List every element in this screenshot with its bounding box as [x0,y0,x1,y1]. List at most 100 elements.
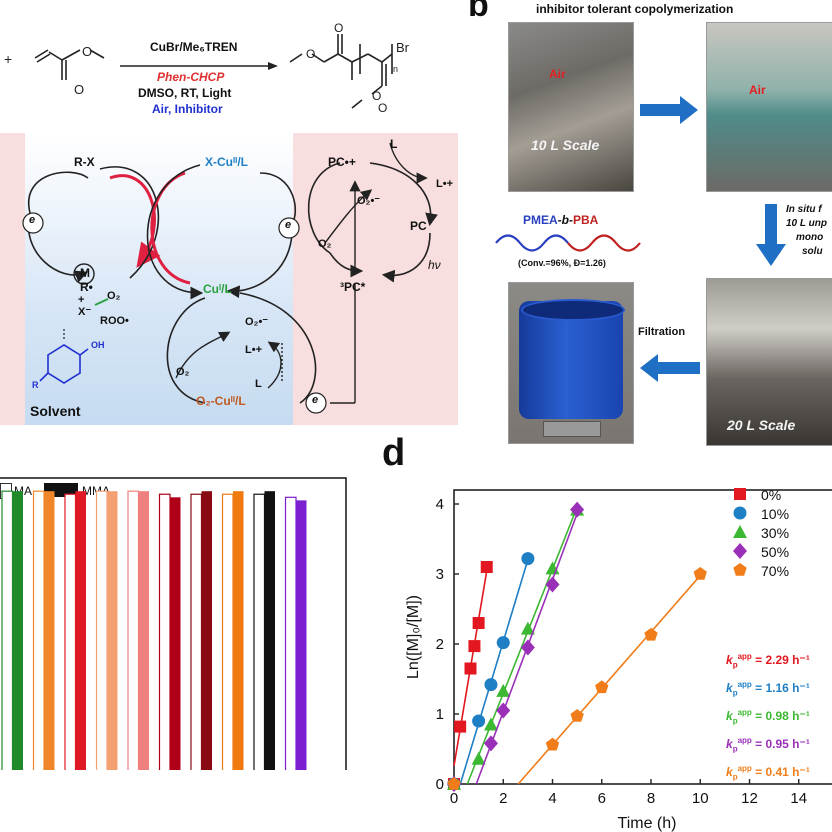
legend-marker-70% [733,563,747,576]
x-tick-label: 2 [499,790,507,807]
panel-d-label: d [382,432,406,474]
photo-product-barrel [508,282,634,444]
product-structure [289,34,393,109]
point-50% [570,501,585,518]
plus-sign: + [4,51,12,67]
point-0% [472,617,485,629]
bar-ma-850 [190,493,203,770]
x-tick-label: 14 [790,790,807,807]
svg-text:n: n [393,64,398,74]
point-70% [693,567,707,580]
legend-label: 30% [761,525,789,541]
bar-mma-Sun [296,500,307,770]
bar-mma-760 [138,491,149,770]
x-tick-label: 0 [450,790,458,807]
cu1-label: Cuᴵ/L [203,282,232,296]
x-tick-label: 4 [548,790,556,807]
point-10% [521,552,535,566]
bar-ma-Orange [32,490,45,770]
legend-marker-30% [733,525,747,538]
point-70% [595,680,609,694]
kp-annotation: kpapp = 2.29 h⁻¹ [726,652,810,670]
point-50% [545,576,560,593]
kinetics-chart: 024681012141601234Ln([M]₀/[M])Time (h)0%… [405,487,832,832]
legend-marker-0% [734,488,746,500]
bar-mma-800 [170,497,181,770]
x-tick-label: 12 [741,790,758,807]
point-30% [483,717,498,731]
bar-mma-Green [12,491,23,770]
bar-ma-Red [64,493,77,770]
reaction-scheme: O O + O O O O Br n [4,21,410,115]
mechanism-cycles [22,142,438,414]
y-tick-label: 2 [436,636,444,653]
photo-10l-stirring: Air [706,22,832,192]
bar-ma-940 [221,493,234,770]
y-tick-label: 4 [436,496,444,513]
point-30% [520,621,535,635]
x-axis-label: Time (h) [618,815,677,832]
fit-line-70% [517,575,701,785]
fit-line-10% [459,559,529,785]
point-10% [496,636,510,650]
point-70% [545,737,560,751]
polymer-stats: (Conv.=96%, Đ=1.26) [518,258,606,268]
polymer-name: PMEA-b-PBA [523,213,599,227]
photo-20l-reactor: 20 L Scale [706,278,832,446]
bar-mma-Red [75,491,86,770]
point-50% [483,735,498,752]
point-50% [496,702,511,719]
legend-label: 0% [761,487,781,503]
block-copolymer-wave [495,234,641,252]
legend-label: 10% [761,506,789,522]
svg-text:O: O [74,82,84,97]
solvent-label: Solvent [30,403,81,419]
mechanism-left-bg [0,133,25,425]
legend-label: 70% [761,563,789,579]
methyl-acrylate-structure [34,49,105,80]
y-tick-label: 3 [436,566,444,583]
arrow-left [640,354,700,382]
mechanism-right-bg [293,133,458,425]
point-0% [468,640,481,653]
svg-text:O: O [82,44,92,59]
panel-b-title: inhibitor tolerant copolymerization [536,2,734,16]
bromine-label: Br [396,40,410,55]
point-0% [464,662,477,675]
point-70% [447,777,461,790]
point-10% [484,678,498,692]
point-0% [454,720,467,733]
legend-label: 50% [761,544,789,560]
bar-ma-White [253,493,266,770]
bar-ma-800 [158,493,171,770]
point-50% [520,639,535,656]
conditions-label: DMSO, RT, Light [138,86,232,100]
filtration-label: Filtration [638,326,686,338]
bar-mma-730 [107,491,118,770]
kp-annotation: kpapp = 1.16 h⁻¹ [726,680,810,698]
bar-ma-760 [127,490,140,770]
kp-annotation: kpapp = 0.98 h⁻¹ [726,708,810,726]
fit-line-30% [466,506,578,785]
point-70% [570,709,584,722]
rx-label: R-X [74,155,95,169]
photocatalyst-label: Phen-CHCP [157,70,225,84]
legend-marker-50% [733,543,747,559]
bar-mma-White [264,491,275,770]
svg-text:O: O [372,89,381,103]
svg-text:O: O [378,101,387,115]
photo-10l-reactor: Air 10 L Scale [508,22,634,192]
x-tick-label: 8 [647,790,655,807]
o2cu-label: O₂-Cuᴵᴵ/L [196,394,246,408]
point-10% [472,714,486,728]
bar-chart: GreenOrangeRed730760800850940WhiteSun [0,477,347,770]
point-30% [471,751,486,765]
y-tick-label: 0 [436,776,444,793]
legend-marker-10% [733,506,747,520]
point-30% [496,683,511,697]
kp-annotation: kpapp = 0.95 h⁻¹ [726,736,810,754]
y-axis-label: Ln([M]₀/[M]) [405,595,422,679]
kp-annotation: kpapp = 0.41 h⁻¹ [726,764,810,782]
arrow-right [640,96,698,124]
mechanism-center-bg [25,133,293,425]
